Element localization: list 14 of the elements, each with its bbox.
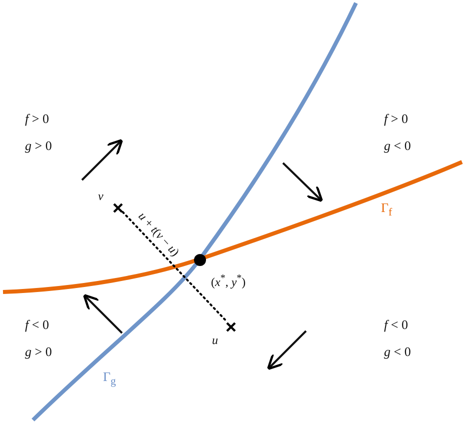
point-label: (x$^{*}$, y$^{*}$) xyxy=(211,274,246,288)
curve-label: Γ$_{f}$ xyxy=(381,201,392,218)
dotted-line xyxy=(122,211,228,322)
region-label: f > 0 xyxy=(384,112,408,125)
region-label: g < 0 xyxy=(384,139,411,152)
region-label: f > 0 xyxy=(25,112,49,125)
region-label: f < 0 xyxy=(384,318,408,331)
point-label: v xyxy=(98,190,104,202)
region-label: f < 0 xyxy=(25,318,49,331)
region-label: g < 0 xyxy=(384,345,411,358)
curve-label: Γ$_{g}$ xyxy=(103,370,116,388)
region-label: g > 0 xyxy=(25,139,52,152)
point-label: u xyxy=(212,334,218,346)
region-label: g > 0 xyxy=(25,345,52,358)
